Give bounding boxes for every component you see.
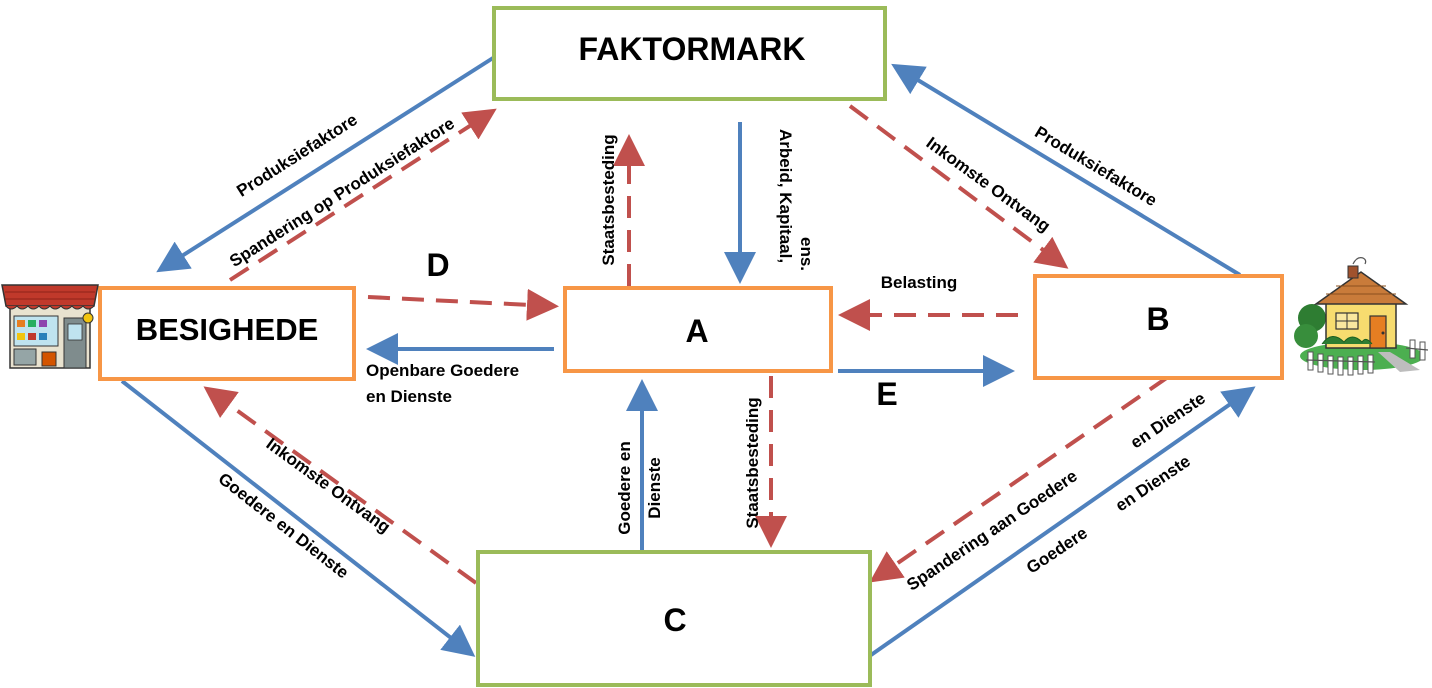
shop-icon — [1, 284, 99, 369]
label-labour-capital-line1: Arbeid, Kapitaal, — [776, 129, 795, 263]
label-public-goods-line1: Openbare Goedere — [366, 361, 519, 380]
letter-d: D — [426, 247, 449, 283]
label-gov-spending-down: Staatsbesteding — [743, 397, 762, 528]
label-goods-services-right-a: Goedere — [1023, 523, 1091, 577]
government-box-a — [563, 286, 833, 373]
label-labour-capital-line2: ens. — [797, 237, 816, 271]
arrow-household-spending-to-market — [869, 375, 1170, 583]
business-box — [98, 286, 356, 381]
arrow-business-goods-to-market — [120, 379, 476, 657]
letter-e: E — [876, 376, 897, 412]
factor-market-box — [492, 6, 887, 101]
arrow-household-factors-to-market — [891, 63, 1242, 277]
label-taxes: Belasting — [881, 273, 958, 292]
product-market-box-c — [476, 550, 872, 687]
label-goods-services-up-line1: Goedere en — [615, 441, 634, 535]
label-goods-services-up-line2: Dienste — [645, 457, 664, 518]
arrow-factors-to-business — [156, 56, 495, 273]
label-gov-spending-up: Staatsbesteding — [599, 134, 618, 265]
household-box-b — [1033, 274, 1284, 380]
arrow-income-to-business — [203, 386, 478, 585]
arrow-business-spending-to-factor-market — [228, 108, 497, 282]
arrow-goods-to-household — [869, 386, 1256, 657]
house-icon — [1294, 257, 1429, 376]
box-a-label: A — [685, 313, 708, 349]
business-label: BESIGHEDE — [136, 312, 319, 347]
arrow-income-to-household — [848, 104, 1069, 269]
label-public-goods-line2: en Dienste — [366, 387, 452, 406]
arrow-d-business-to-a — [367, 288, 559, 321]
box-b-label: B — [1146, 301, 1169, 337]
factor-market-label: FAKTORMARK — [579, 31, 806, 67]
box-c-label: C — [663, 602, 686, 638]
label-goods-services-right-b: en Dienste — [1112, 452, 1194, 516]
label-prod-factors-right: Produksiefaktore — [1031, 122, 1160, 210]
label-spending-on-goods-a: Spandering aan Goedere — [903, 466, 1080, 594]
